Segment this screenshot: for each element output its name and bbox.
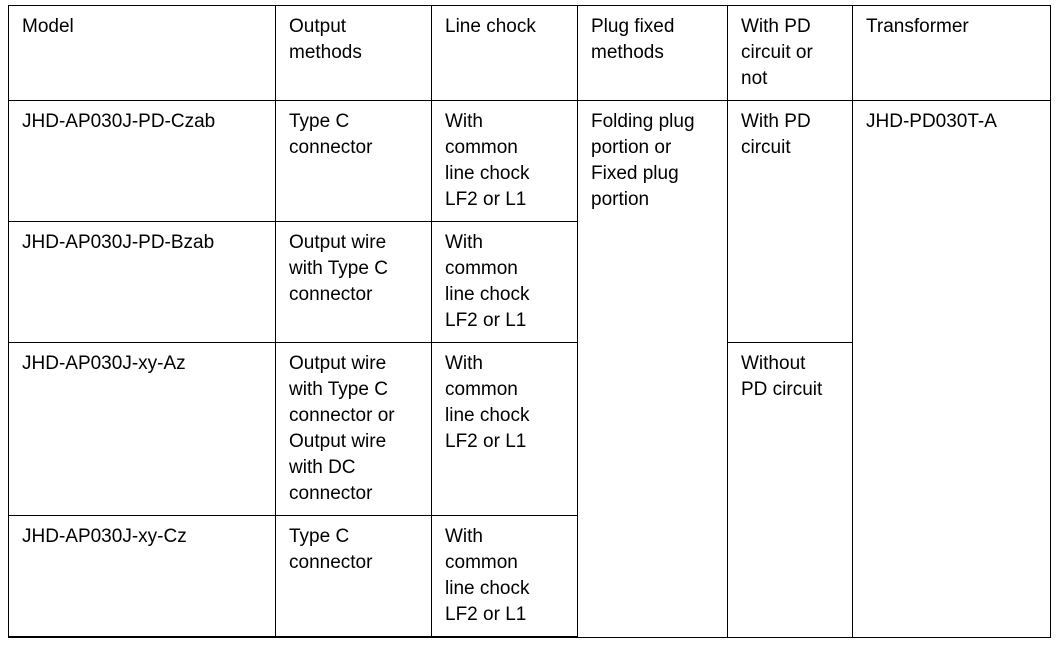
cell-pd-circuit-with-value: With PD circuit bbox=[741, 111, 811, 158]
column-header-transformer-label: Transformer bbox=[866, 16, 969, 37]
cell-plug-fixed-methods-value: Folding plug portion or Fixed plug porti… bbox=[591, 111, 695, 210]
cell-pd-circuit-without-value: Without PD circuit bbox=[741, 353, 823, 400]
cell-model: JHD-AP030J-xy-Cz bbox=[8, 515, 276, 638]
cell-line-chock: With common line chock LF2 or L1 bbox=[431, 221, 578, 343]
cell-output-methods: Output wire with Type C connector bbox=[275, 221, 432, 343]
cell-line-chock-value: With common line chock LF2 or L1 bbox=[445, 353, 530, 452]
column-header-output-methods: Output methods bbox=[275, 5, 432, 101]
cell-line-chock-value: With common line chock LF2 or L1 bbox=[445, 526, 530, 625]
table-row: JHD-AP030J-PD-Bzab Output wire with Type… bbox=[8, 221, 1051, 343]
cell-model: JHD-AP030J-xy-Az bbox=[8, 342, 276, 516]
cell-model-value: JHD-AP030J-PD-Bzab bbox=[22, 232, 215, 253]
cell-model: JHD-AP030J-PD-Bzab bbox=[8, 221, 276, 343]
cell-output-methods-value: Output wire with Type C connector bbox=[289, 232, 388, 305]
cell-output-methods: Output wire with Type C connector or Out… bbox=[275, 342, 432, 516]
column-header-pd-circuit: With PD circuit or not bbox=[727, 5, 853, 101]
column-header-model: Model bbox=[8, 5, 276, 101]
column-header-plug-fixed-methods-label: Plug fixed methods bbox=[591, 16, 675, 63]
column-header-pd-circuit-label: With PD circuit or not bbox=[741, 16, 813, 89]
cell-pd-circuit-without: Without PD circuit bbox=[727, 342, 853, 638]
cell-transformer-merged: JHD-PD030T-A bbox=[852, 100, 1051, 638]
cell-model-value: JHD-AP030J-PD-Czab bbox=[22, 111, 216, 132]
cell-line-chock-value: With common line chock LF2 or L1 bbox=[445, 111, 530, 210]
column-header-plug-fixed-methods: Plug fixed methods bbox=[577, 5, 728, 101]
column-header-model-label: Model bbox=[22, 16, 74, 37]
column-header-output-methods-label: Output methods bbox=[289, 16, 362, 63]
column-header-line-chock: Line chock bbox=[431, 5, 578, 101]
cell-line-chock: With common line chock LF2 or L1 bbox=[431, 100, 578, 222]
cell-transformer-value: JHD-PD030T-A bbox=[866, 111, 997, 132]
column-header-transformer: Transformer bbox=[852, 5, 1051, 101]
table-header-row: Model Output methods Line chock Plug fix… bbox=[8, 5, 1051, 101]
cell-line-chock: With common line chock LF2 or L1 bbox=[431, 342, 578, 516]
cell-model: JHD-AP030J-PD-Czab bbox=[8, 100, 276, 222]
table-row: JHD-AP030J-xy-Cz Type C connector With c… bbox=[8, 515, 1051, 638]
cell-model-value: JHD-AP030J-xy-Az bbox=[22, 353, 186, 374]
cell-output-methods: Type C connector bbox=[275, 515, 432, 638]
cell-line-chock: With common line chock LF2 or L1 bbox=[431, 515, 578, 638]
cell-output-methods-value: Type C connector bbox=[289, 111, 373, 158]
cell-output-methods-value: Type C connector bbox=[289, 526, 373, 573]
product-specification-table: Model Output methods Line chock Plug fix… bbox=[8, 5, 1051, 638]
cell-model-value: JHD-AP030J-xy-Cz bbox=[22, 526, 187, 547]
cell-output-methods-value: Output wire with Type C connector or Out… bbox=[289, 353, 395, 504]
cell-plug-fixed-methods-merged: Folding plug portion or Fixed plug porti… bbox=[577, 100, 728, 638]
table-row: JHD-AP030J-PD-Czab Type C connector With… bbox=[8, 100, 1051, 638]
cell-output-methods: Type C connector bbox=[275, 100, 432, 222]
cell-pd-circuit-with: With PD circuit bbox=[727, 100, 853, 343]
column-header-line-chock-label: Line chock bbox=[445, 16, 536, 37]
cell-line-chock-value: With common line chock LF2 or L1 bbox=[445, 232, 530, 331]
table-row: JHD-AP030J-xy-Az Output wire with Type C… bbox=[8, 342, 1051, 638]
